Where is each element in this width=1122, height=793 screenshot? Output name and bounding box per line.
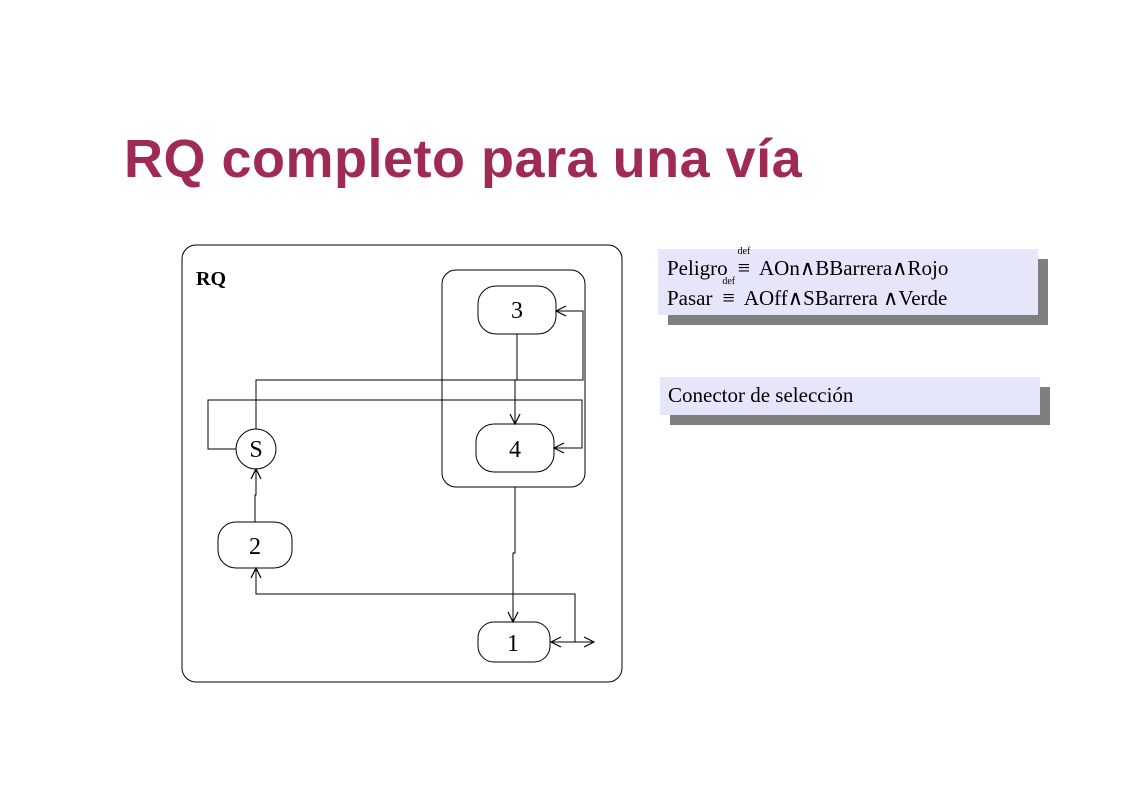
- state-3[interactable]: 3: [477, 285, 557, 335]
- state-2-label: 2: [249, 534, 261, 560]
- connector-note: Conector de selección: [660, 377, 1040, 415]
- rq-label: RQ: [196, 268, 226, 290]
- def-equal-symbol: def≡: [737, 246, 751, 280]
- selection-connector-label: S: [249, 437, 262, 463]
- definition-peligro: Peligro def≡ AOn∧BBarrera∧Rojo: [667, 246, 1038, 283]
- state-4-label: 4: [509, 437, 521, 463]
- transition-3-to-4: [515, 334, 517, 424]
- transition-4-to-1: [513, 487, 515, 622]
- definitions-note: Peligro def≡ AOn∧BBarrera∧Rojo Pasar def…: [658, 246, 1038, 315]
- state-1[interactable]: 1: [477, 621, 551, 663]
- rq-container: [181, 244, 623, 683]
- state-4[interactable]: 4: [475, 423, 555, 473]
- transition-s-to-4: [207, 399, 583, 449]
- def-name: Peligro: [667, 256, 728, 280]
- transition-s-to-3: [255, 311, 584, 429]
- definition-pasar: Pasar def≡ AOff∧SBarrera ∧Verde: [667, 276, 1038, 313]
- def-name: Pasar: [667, 286, 713, 310]
- state-2[interactable]: 2: [217, 521, 293, 569]
- transition-2-to-s: [255, 469, 256, 522]
- state-1-label: 1: [507, 631, 519, 657]
- def-equal-symbol: def≡: [722, 276, 736, 310]
- connector-note-text: Conector de selección: [668, 383, 854, 407]
- slide-title: RQ completo para una vía: [124, 129, 803, 189]
- state-3-label: 3: [511, 298, 523, 324]
- selection-connector-s[interactable]: S: [235, 428, 277, 470]
- def-expression: AOn∧BBarrera∧Rojo: [759, 256, 949, 280]
- def-expression: AOff∧SBarrera ∧Verde: [743, 286, 948, 310]
- superstate-3-4: [441, 269, 586, 488]
